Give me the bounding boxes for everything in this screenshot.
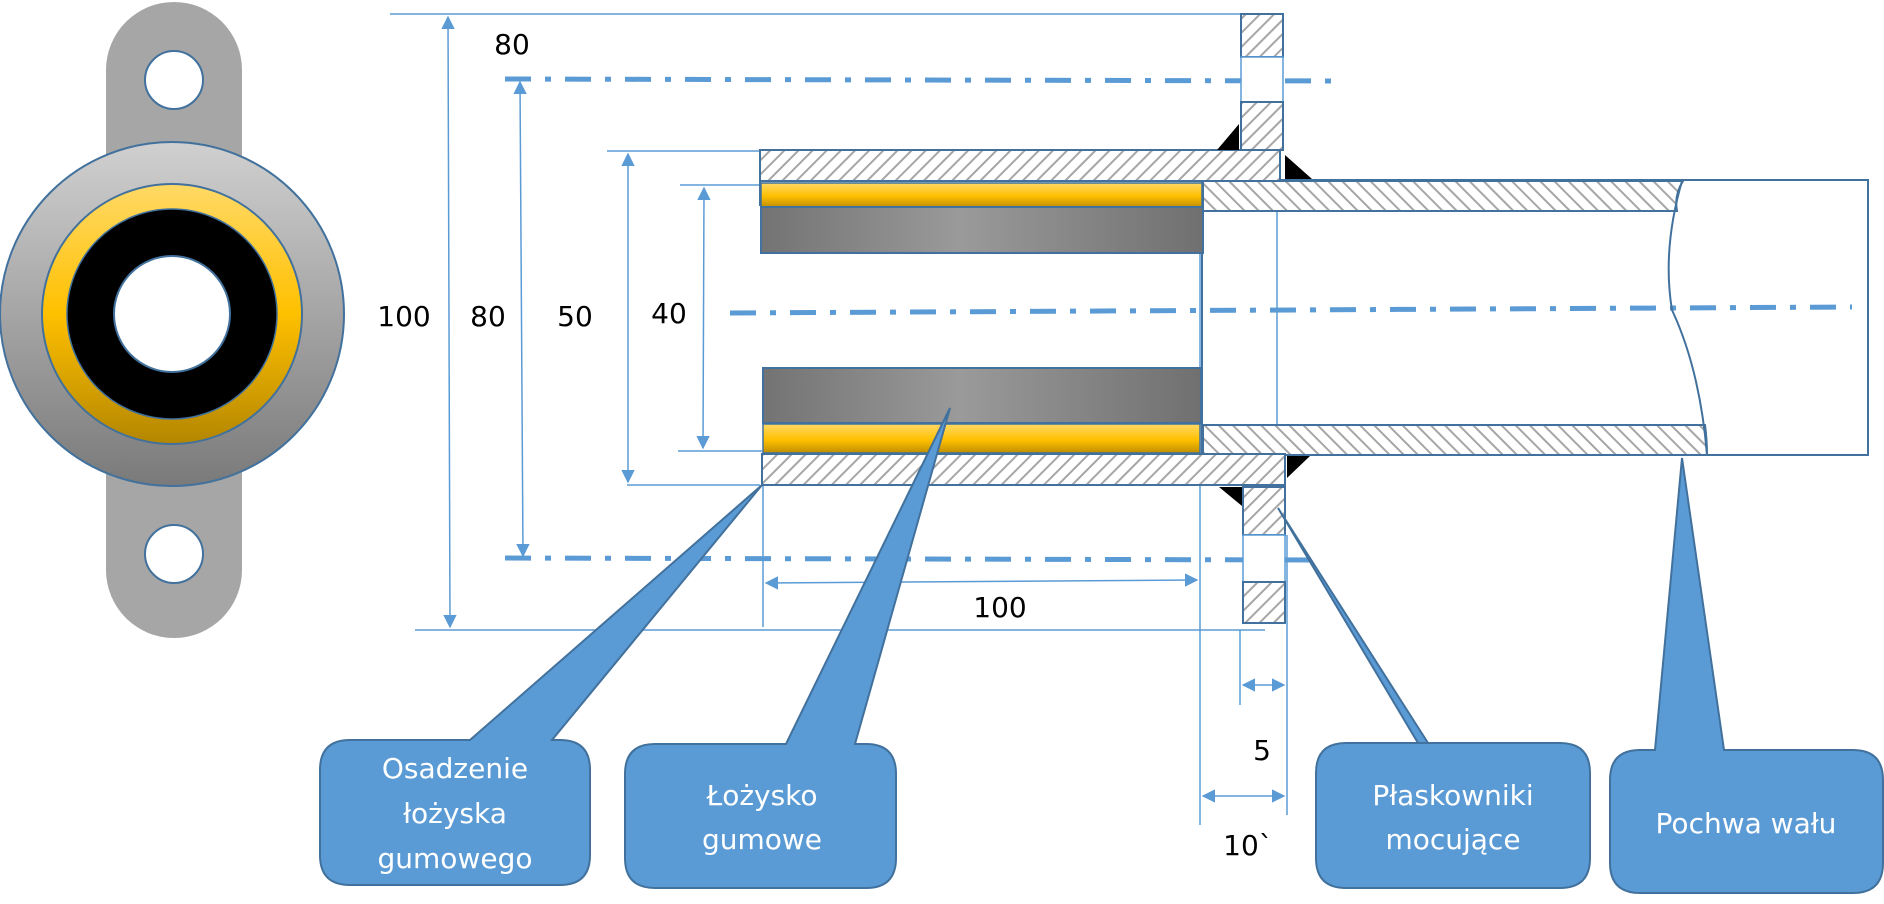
callout-mounting-flats: Płaskowniki mocujące xyxy=(1277,507,1591,889)
shaft-bore xyxy=(113,255,231,373)
callout-bearing-seat-line2: łożyska xyxy=(403,797,507,830)
section-view xyxy=(759,13,1869,624)
front-view xyxy=(0,2,345,638)
rubber-layer-top xyxy=(760,182,1203,208)
dim-100-bearing-line xyxy=(764,573,1199,590)
callout-shaft-sleeve: Pochwa wału xyxy=(1609,457,1884,894)
flange-bottom-gap xyxy=(1242,534,1286,583)
dim-label-100: 100 xyxy=(377,300,430,333)
flange-top-outer xyxy=(1240,13,1284,58)
flange-top-inner xyxy=(1240,101,1284,151)
weld-top-right xyxy=(1285,155,1312,179)
break-line xyxy=(1667,180,1708,456)
bolt-hole-bottom xyxy=(144,524,204,584)
shaft-sleeve-top xyxy=(1202,180,1685,212)
weld-bottom-right xyxy=(1287,456,1310,478)
dim-label-top-80: 80 xyxy=(494,28,530,61)
flange-bottom-outer xyxy=(1242,581,1286,624)
rubber-layer-bottom xyxy=(762,423,1201,454)
centerline-bottom-bolts xyxy=(504,555,1319,563)
centerline-axis xyxy=(729,304,1853,316)
dim-label-50: 50 xyxy=(557,300,593,333)
callouts: Osadzenie łożyska gumowego Łożysko gumow… xyxy=(319,407,1884,894)
flange-top-gap xyxy=(1240,56,1284,103)
dim-label-5: 5 xyxy=(1253,734,1271,767)
dim-label-80: 80 xyxy=(470,300,506,333)
bearing-seat-bottom xyxy=(761,453,1286,486)
weld-top-left xyxy=(1217,124,1239,150)
bolt-hole-top xyxy=(144,50,204,110)
dim-40-line xyxy=(696,186,711,450)
dim-label-bearing-100: 100 xyxy=(973,591,1026,624)
centerlines xyxy=(504,76,1853,563)
callout-bearing-seat: Osadzenie łożyska gumowego xyxy=(319,484,763,886)
weld-bottom-left xyxy=(1219,487,1242,506)
callout-bearing-seat-line3: gumowego xyxy=(378,842,533,875)
callout-mounting-flats-line2: mocujące xyxy=(1385,823,1520,856)
callout-mounting-flats-line1: Płaskowniki xyxy=(1372,779,1533,812)
dimension-lines xyxy=(390,13,1288,825)
shaft-sleeve-bottom xyxy=(1202,424,1709,456)
dimension-labels: 80 100 80 50 40 100 5 10` xyxy=(377,28,1273,862)
callout-rubber-bearing-line2: gumowe xyxy=(702,823,822,856)
callout-bearing-seat-line1: Osadzenie xyxy=(382,752,528,785)
callout-rubber-bearing: Łożysko gumowe xyxy=(624,407,951,889)
dim-label-10: 10` xyxy=(1223,829,1273,862)
callout-shaft-sleeve-line1: Pochwa wału xyxy=(1656,807,1837,840)
bearing-bush-top xyxy=(760,206,1204,254)
centerline-top-bolts xyxy=(504,76,1341,84)
dim-label-40: 40 xyxy=(651,297,687,330)
flange-bottom-inner xyxy=(1242,486,1286,536)
dim-100-line xyxy=(441,15,457,629)
bearing-seat-top xyxy=(759,149,1281,182)
callout-rubber-bearing-line1: Łożysko xyxy=(705,779,817,812)
shaft-tube-outline xyxy=(1201,179,1869,456)
dim-80-line xyxy=(513,80,530,558)
bearing-bush-bottom xyxy=(762,367,1202,424)
